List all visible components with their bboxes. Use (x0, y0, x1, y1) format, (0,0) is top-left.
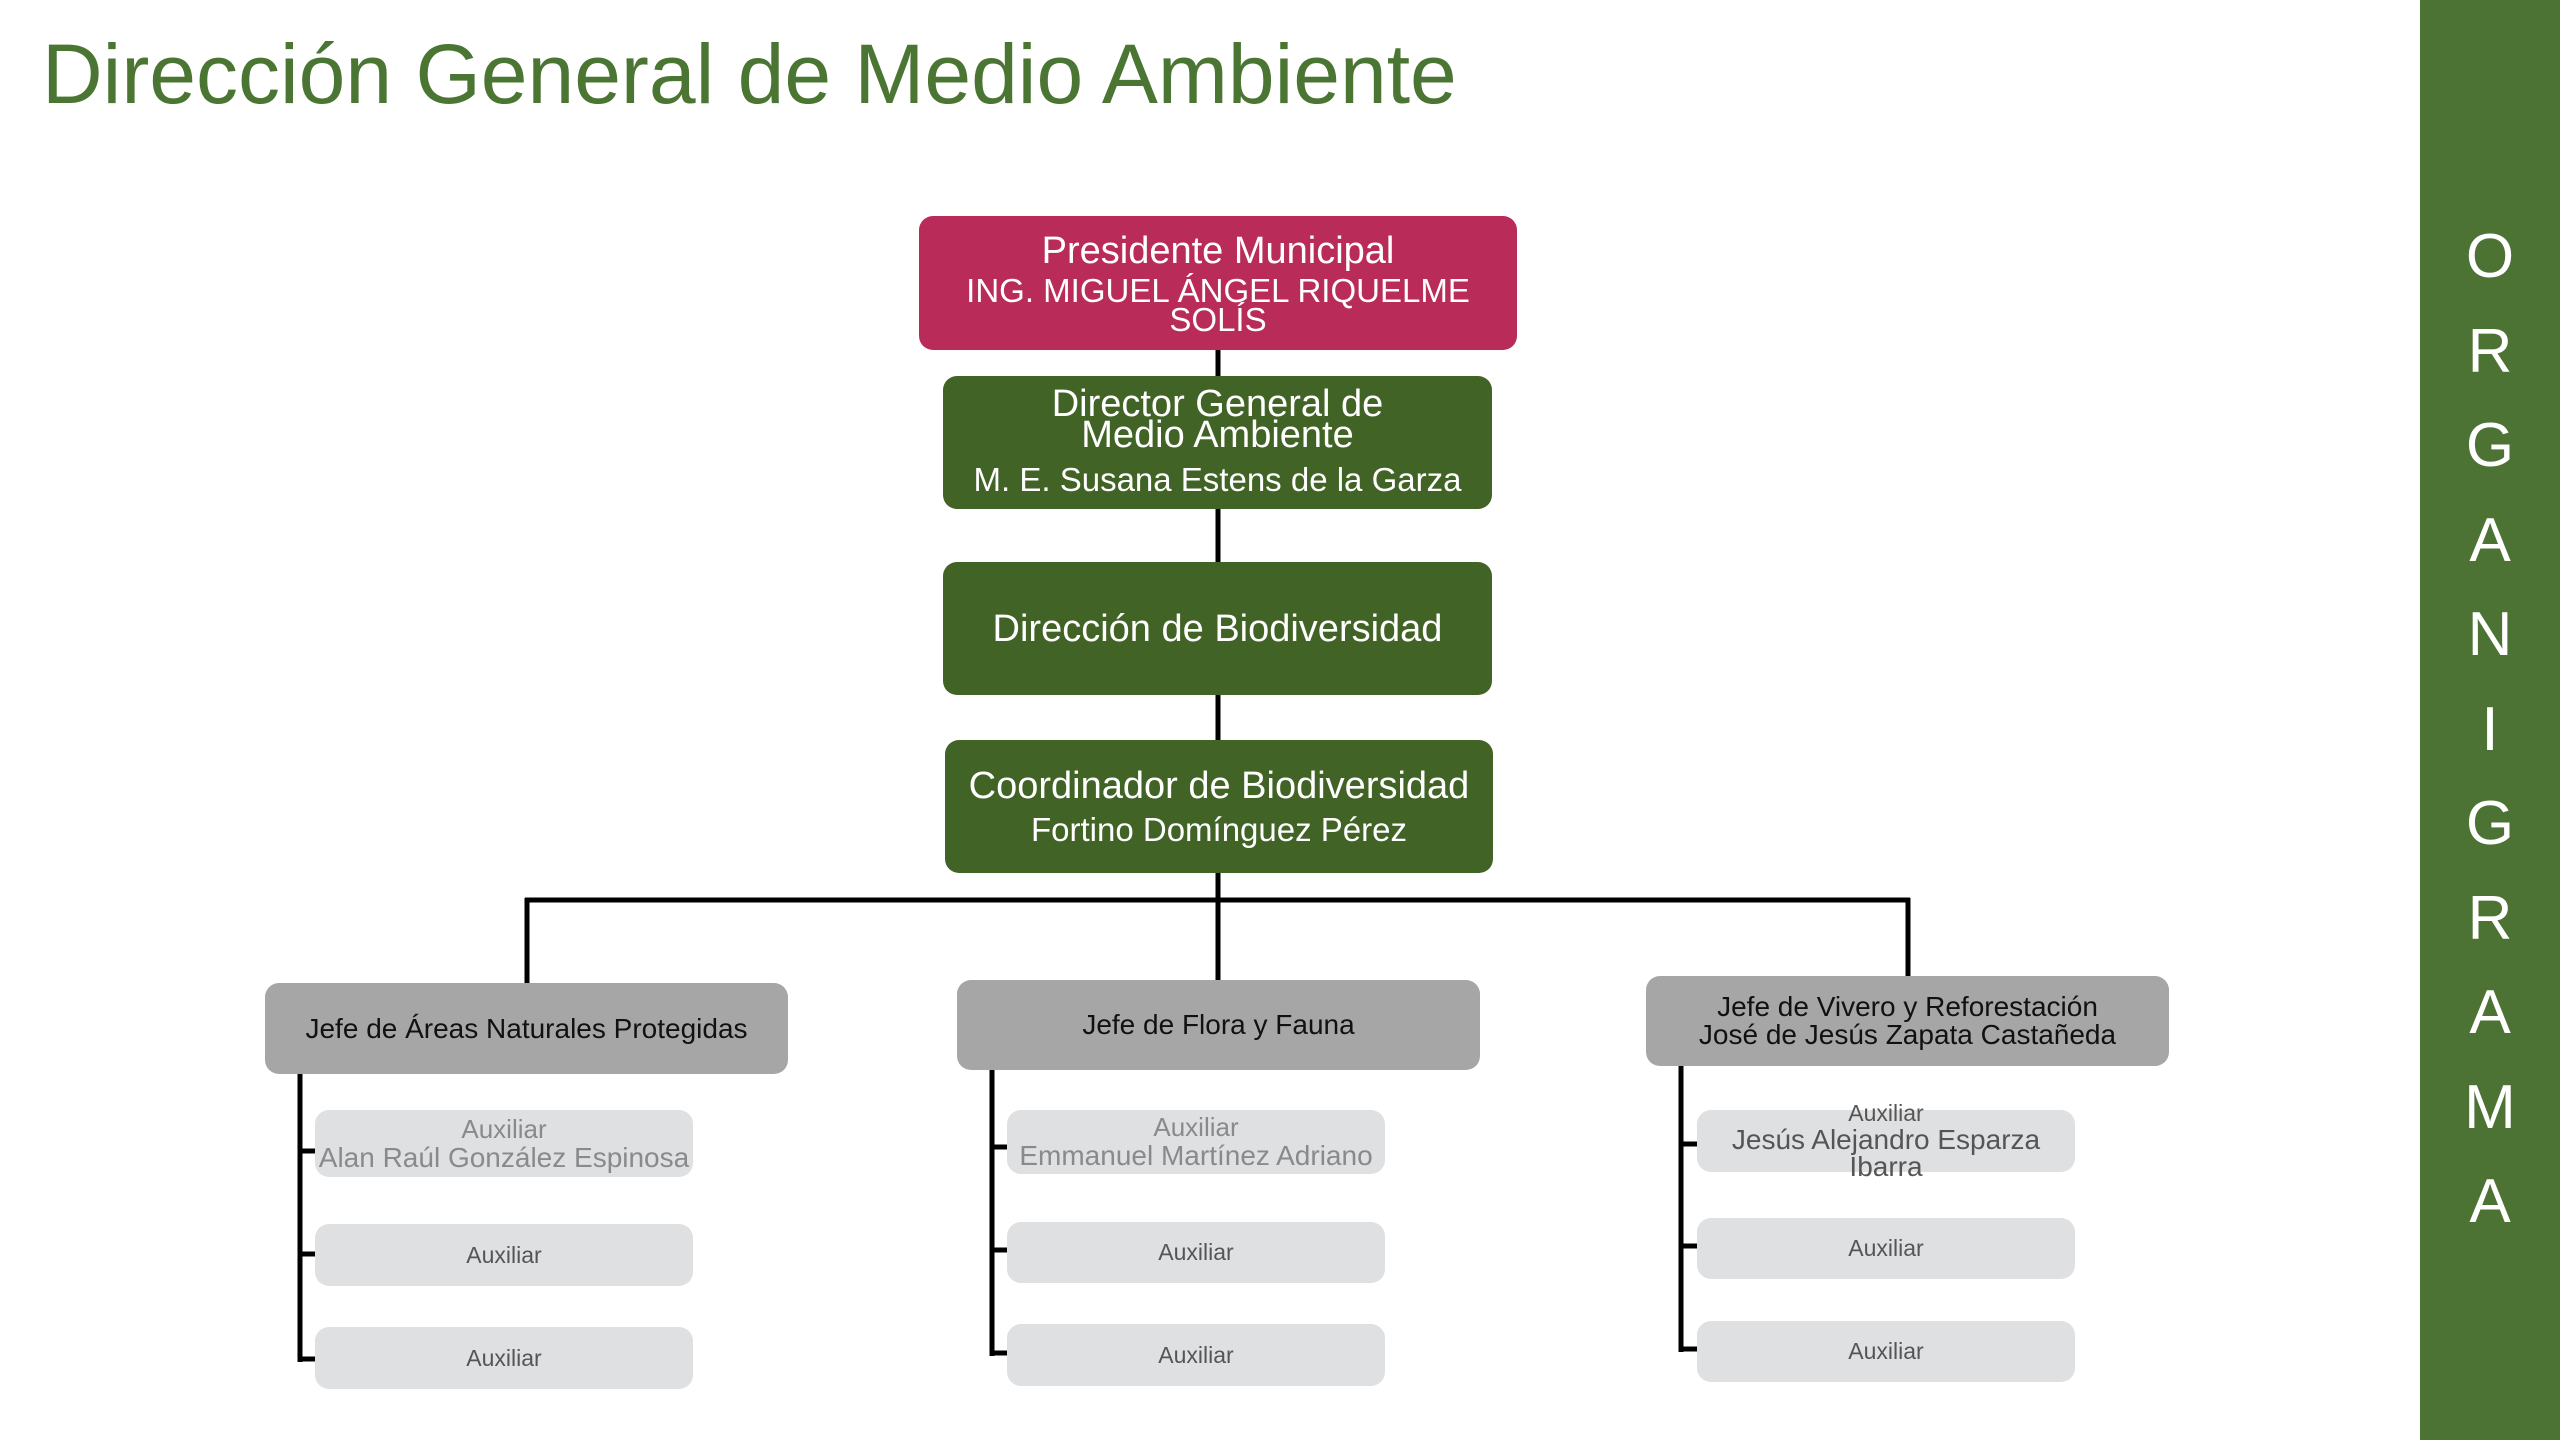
aux-box: Auxiliar Alan Raúl González Espinosa (315, 1110, 693, 1177)
aux-box: Auxiliar (1007, 1222, 1385, 1283)
direccion-box: Dirección de Biodiversidad (943, 562, 1492, 695)
side-letter: I (2481, 694, 2499, 764)
director-box: Director General de Medio Ambiente M. E.… (943, 376, 1492, 509)
aux-box: Auxiliar (1007, 1324, 1385, 1386)
aux-name: Emmanuel Martínez Adriano (1019, 1140, 1373, 1171)
chief-box-vivero: Jefe de Vivero y Reforestación José de J… (1646, 976, 2169, 1066)
aux-label: Auxiliar (1158, 1341, 1234, 1368)
president-role: Presidente Municipal (1041, 229, 1395, 272)
aux-box: Auxiliar Jesús Alejandro Esparza Ibarra (1697, 1101, 2075, 1180)
side-label: O R G A N I G R A M A (2420, 210, 2560, 1250)
side-letter: A (2469, 1167, 2511, 1236)
aux-name: Jesús Alejandro Esparza Ibarra (1731, 1123, 2041, 1182)
aux-label: Auxiliar (461, 1113, 547, 1144)
aux-label: Auxiliar (466, 1344, 542, 1371)
chief-role: Jefe de Flora y Fauna (1082, 1009, 1355, 1040)
chief-role: Jefe de Áreas Naturales Protegidas (305, 1012, 748, 1044)
aux-box: Auxiliar (1697, 1218, 2075, 1279)
aux-label: Auxiliar (1153, 1112, 1239, 1142)
side-letter: R (2467, 316, 2513, 386)
aux-label: Auxiliar (1848, 1235, 1924, 1261)
side-banner: O R G A N I G R A M A (2420, 0, 2560, 1440)
coordinador-name: Fortino Domínguez Pérez (1030, 811, 1407, 848)
aux-name: Alan Raúl González Espinosa (318, 1141, 690, 1173)
coordinador-box: Coordinador de Biodiversidad Fortino Dom… (945, 740, 1493, 873)
aux-label: Auxiliar (466, 1241, 542, 1268)
aux-label: Auxiliar (1848, 1338, 1924, 1364)
coordinador-role: Coordinador de Biodiversidad (968, 765, 1470, 807)
side-letter: M (2464, 1072, 2516, 1142)
side-letter: O (2465, 222, 2515, 291)
aux-box: Auxiliar (315, 1327, 693, 1389)
side-letter: G (2465, 411, 2515, 480)
aux-box: Auxiliar (315, 1224, 693, 1286)
aux-box: Auxiliar Emmanuel Martínez Adriano (1007, 1110, 1385, 1174)
chief-name: José de Jesús Zapata Castañeda (1698, 1019, 2117, 1050)
aux-label: Auxiliar (1848, 1099, 1924, 1126)
president-box: Presidente Municipal ING. MIGUEL ÁNGEL R… (919, 216, 1517, 350)
aux-label: Auxiliar (1158, 1239, 1234, 1265)
chief-box-areas: Jefe de Áreas Naturales Protegidas (265, 983, 788, 1074)
side-letter: R (2467, 883, 2513, 953)
director-role: Director General de Medio Ambiente (1051, 382, 1384, 456)
chief-role: Jefe de Vivero y Reforestación (1717, 991, 2098, 1022)
side-letter: N (2467, 600, 2513, 669)
chief-box-flora: Jefe de Flora y Fauna (957, 980, 1480, 1070)
direccion-role: Dirección de Biodiversidad (992, 607, 1443, 650)
president-name: ING. MIGUEL ÁNGEL RIQUELME SOLÍS (966, 271, 1470, 338)
page-title: Dirección General de Medio Ambiente (42, 27, 1457, 121)
side-letter: A (2469, 978, 2511, 1047)
aux-box: Auxiliar (1697, 1321, 2075, 1382)
side-letter: G (2465, 789, 2515, 858)
director-name: M. E. Susana Estens de la Garza (973, 461, 1462, 499)
side-letter: A (2469, 505, 2511, 575)
